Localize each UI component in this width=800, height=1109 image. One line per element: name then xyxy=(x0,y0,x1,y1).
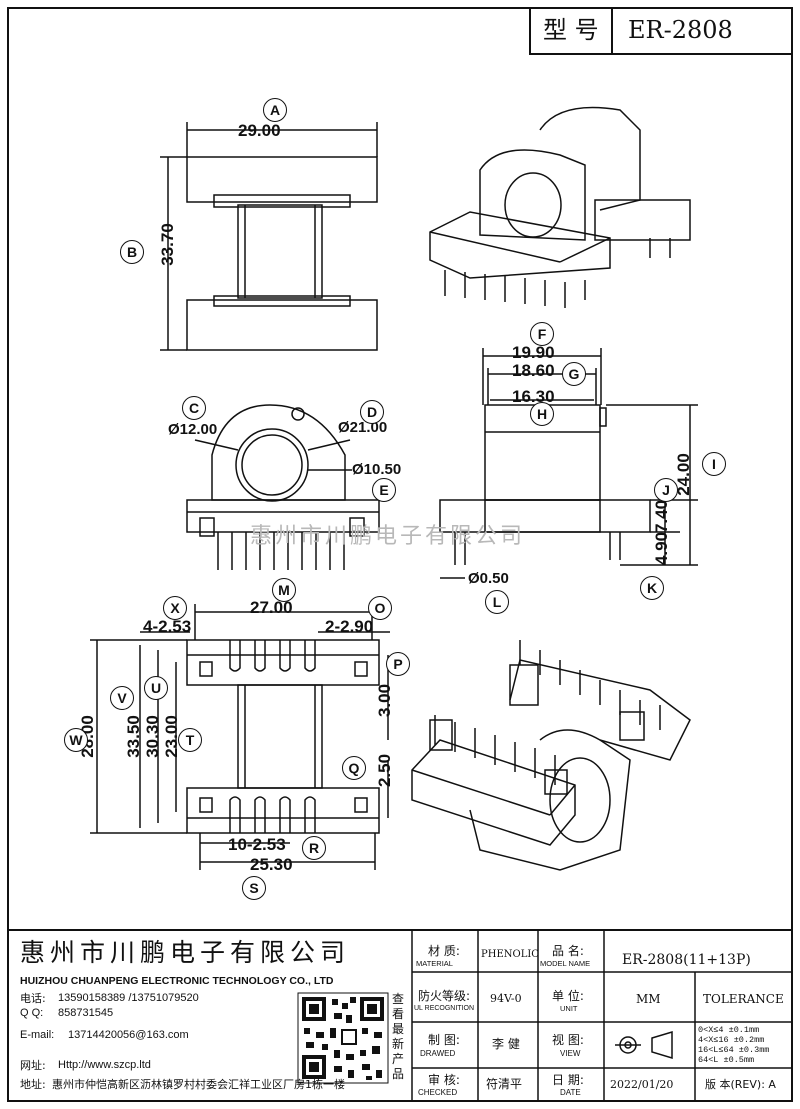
dim-s: 25.30 xyxy=(250,855,293,874)
web-label: 网址: xyxy=(20,1059,46,1072)
side-view xyxy=(186,404,380,570)
dim-u: 30.30 xyxy=(142,715,162,758)
dim-d: Ø21.00 xyxy=(338,419,388,436)
phone: 13590158389 /13751079520 xyxy=(58,992,199,1004)
checked-en: CHECKED xyxy=(418,1088,458,1097)
dim-l: Ø0.50 xyxy=(468,570,509,587)
material-value: PHENOLIC xyxy=(481,949,539,960)
label-c: C xyxy=(182,396,206,420)
dim-f: 19.90 xyxy=(512,343,555,362)
dim-k: 4.90 xyxy=(652,531,672,566)
label-m: M xyxy=(272,578,296,602)
web: Http://www.szcp.ltd xyxy=(58,1059,151,1071)
view-cn: 视 图: xyxy=(552,1033,584,1047)
checked-cn: 审 核: xyxy=(428,1073,460,1087)
label-q: Q xyxy=(342,756,366,780)
revision: 版 本(REV): A xyxy=(705,1078,776,1091)
tolerance-row-4: 64<L ±0.5mm xyxy=(698,1055,755,1065)
address: 惠州市仲恺高新区沥林镇罗村村委会汇祥工业区厂房1栋一楼 xyxy=(52,1078,345,1091)
drawn-cn: 制 图: xyxy=(428,1033,460,1047)
dim-h: 16.30 xyxy=(512,387,555,406)
label-h: H xyxy=(530,402,554,426)
label-a: A xyxy=(263,98,287,122)
tolerance-row-1: 0<X≤4 ±0.1mm xyxy=(698,1025,760,1035)
dim-e: Ø10.50 xyxy=(352,461,402,478)
label-i: I xyxy=(702,452,726,476)
unit-cn: 单 位: xyxy=(552,989,584,1003)
email: 13714420056@163.com xyxy=(68,1029,189,1041)
checked-value: 符清平 xyxy=(486,1077,523,1091)
qq-label: Q Q: xyxy=(20,1007,44,1019)
model-number: ER-2808 xyxy=(628,16,733,44)
qr-code-icon xyxy=(297,992,389,1084)
tolerance-label: TOLERANCE xyxy=(703,992,784,1006)
part-value: ER-2808(11+13P) xyxy=(622,952,751,968)
drawn-value: 李 健 xyxy=(492,1037,520,1051)
label-b: B xyxy=(120,240,144,264)
dim-g: 18.60 xyxy=(512,361,555,380)
dim-q: 2.50 xyxy=(375,753,395,788)
label-w: W xyxy=(64,728,88,752)
label-o: O xyxy=(368,596,392,620)
iso-view-top xyxy=(429,106,691,308)
dim-p: 3.00 xyxy=(375,683,395,718)
material-en: MATERIAL xyxy=(416,959,453,968)
address-label: 地址: xyxy=(20,1078,46,1091)
label-u: U xyxy=(144,676,168,700)
dim-a: 29.00 xyxy=(238,121,281,140)
view-en: VIEW xyxy=(560,1049,581,1058)
dim-v: 33.50 xyxy=(123,715,143,758)
dim-c: Ø12.00 xyxy=(168,421,218,438)
iso-view-bottom xyxy=(411,640,691,871)
plan-view xyxy=(90,604,390,870)
label-e: E xyxy=(372,478,396,502)
dim-b: 33.70 xyxy=(157,223,177,266)
projection-symbol-icon xyxy=(615,1030,673,1060)
front-view xyxy=(160,122,378,351)
dim-t: 23.00 xyxy=(161,715,181,758)
title-block xyxy=(8,929,792,1101)
label-s: S xyxy=(242,876,266,900)
label-j: J xyxy=(654,478,678,502)
dim-o: 2-2.90 xyxy=(325,617,374,636)
dim-m: 27.00 xyxy=(250,598,293,617)
drawn-en: DRAWED xyxy=(420,1049,456,1058)
dim-r: 10-2.53 xyxy=(228,835,286,854)
phone-label: 电话: xyxy=(20,992,46,1005)
label-x: X xyxy=(163,596,187,620)
label-t: T xyxy=(178,728,202,752)
date-value: 2022/01/20 xyxy=(610,1078,674,1091)
part-cn: 品 名: xyxy=(552,944,584,958)
date-en: DATE xyxy=(560,1088,581,1097)
label-r: R xyxy=(302,836,326,860)
label-g: G xyxy=(562,362,586,386)
company-name-en: HUIZHOU CHUANPENG ELECTRONIC TECHNOLOGY … xyxy=(20,975,334,987)
label-l: L xyxy=(485,590,509,614)
date-cn: 日 期: xyxy=(552,1073,584,1087)
label-p: P xyxy=(386,652,410,676)
dim-x: 4-2.53 xyxy=(143,617,192,636)
fire-cn: 防火等级: xyxy=(418,989,471,1003)
material-cn: 材 质: xyxy=(428,944,460,958)
label-f: F xyxy=(530,322,554,346)
label-k: K xyxy=(640,576,664,600)
tolerance-row-3: 16<L≤64 ±0.3mm xyxy=(698,1045,770,1055)
fire-value: 94V-0 xyxy=(490,992,522,1005)
email-label: E-mail: xyxy=(20,1029,55,1041)
unit-value: MM xyxy=(636,992,661,1006)
tolerance-row-2: 4<X≤16 ±0.2mm xyxy=(698,1035,765,1045)
part-en: MODEL NAME xyxy=(540,959,591,968)
type-label: 型 号 xyxy=(543,16,599,44)
qr-caption: 查看最新产品 xyxy=(392,992,405,1081)
watermark: 惠州市川鹏电子有限公司 xyxy=(250,524,526,549)
company-name-cn: 惠州市川鹏电子有限公司 xyxy=(20,938,351,967)
label-v: V xyxy=(110,686,134,710)
fire-en: UL RECOGNITION xyxy=(414,1005,475,1012)
qq: 858731545 xyxy=(58,1007,114,1019)
unit-en: UNIT xyxy=(560,1004,578,1013)
dim-j: 7.40 xyxy=(652,499,672,534)
label-d: D xyxy=(360,400,384,424)
